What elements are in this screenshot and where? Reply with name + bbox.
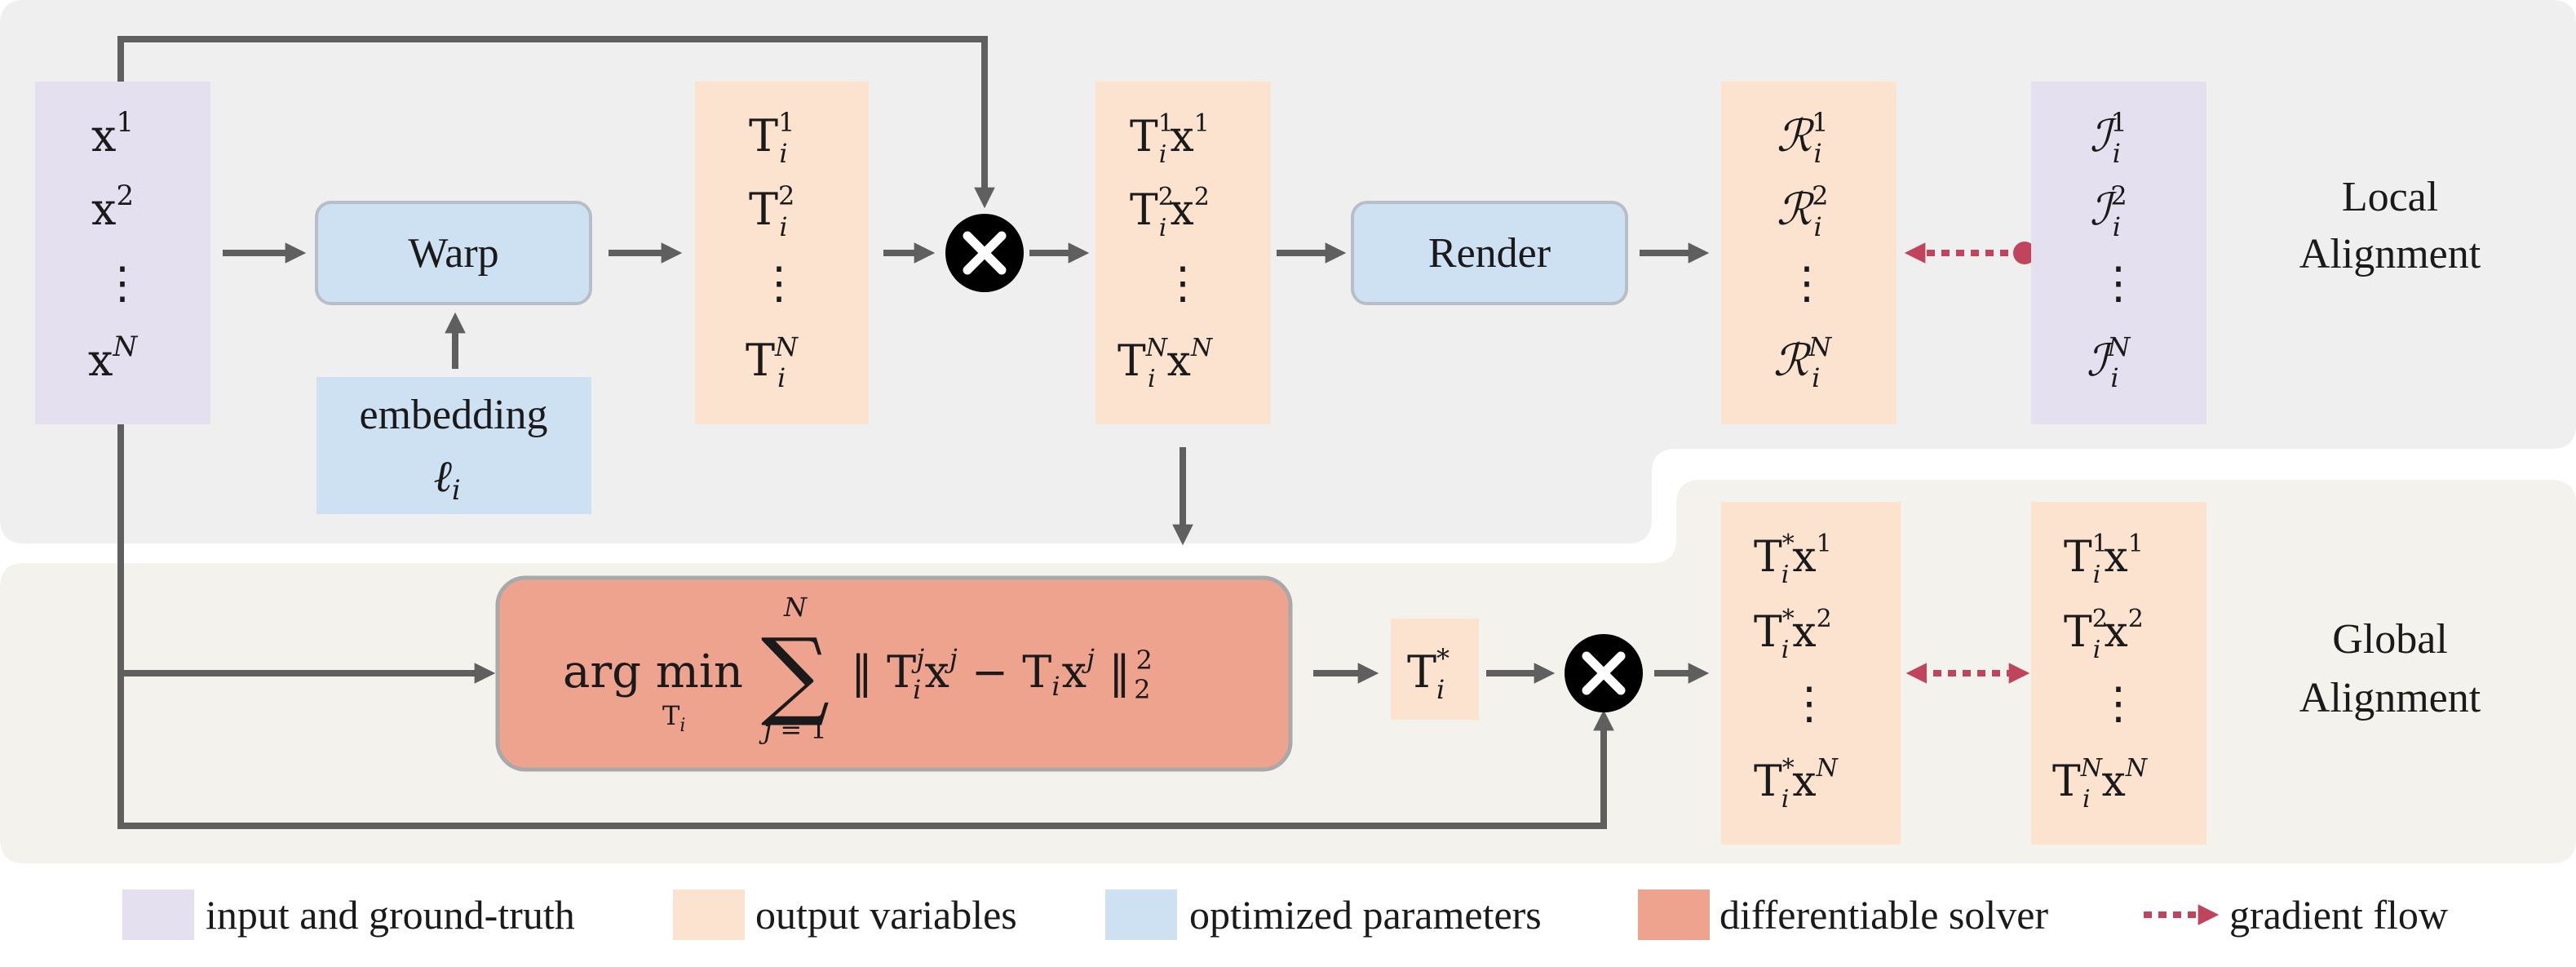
input-points-box [35,82,210,424]
skip-wire-top [117,36,995,209]
legend-label-input: input and ground-truth [206,892,575,938]
svg-text:⋮: ⋮ [757,257,801,308]
transformed-points-box [1095,82,1271,424]
locally-aligned-points-box [2031,502,2206,845]
global-alignment-label-1: Global [2332,616,2448,663]
embedding-label: embedding [359,392,547,438]
svg-text:T2i: T2i [749,180,794,242]
svg-text:arg min: arg min [563,645,743,699]
multiply-circle-icon [945,214,1024,292]
svg-text:T1i: T1i [749,107,794,169]
local-alignment-label-1: Local [2342,174,2438,220]
legend-label-gradient: gradient flow [2229,892,2448,938]
multiply-circle-icon [1565,634,1643,712]
legend-swatch-output [673,889,745,940]
legend: input and ground-truth output variables … [122,889,2448,940]
svg-text:⋮: ⋮ [100,257,144,308]
legend-label-solver: differentiable solver [1720,892,2048,938]
optimal-transform-box [1391,619,1479,720]
local-alignment-label-2: Alignment [2299,231,2481,277]
svg-text:⋮: ⋮ [1161,257,1205,308]
optimal-transform-label: T*i [1407,643,1450,705]
differentiable-solver-box [495,575,1293,772]
svg-text:N: N [783,592,808,623]
global-alignment-label-2: Alignment [2299,675,2481,721]
render-box [1351,201,1628,305]
dashed-arrow-icon [1904,242,2036,264]
svg-text:⋮: ⋮ [1787,677,1831,729]
svg-text:⋮: ⋮ [2096,677,2140,729]
rendered-images-box [1721,82,1897,424]
local-alignment-region [0,0,2576,543]
warp-label: Warp [408,230,498,277]
svg-text:ℐ1i: ℐ1i [2090,107,2127,169]
render-label: Render [1428,230,1551,277]
warp-box [315,201,592,305]
svg-text:∑: ∑ [761,617,830,730]
svg-text:⋮: ⋮ [1785,257,1829,308]
globally-aligned-points-box [1721,502,1901,845]
svg-text:ℛ2i: ℛ2i [1777,180,1828,242]
legend-swatch-input [122,889,194,940]
legend-swatch-solver [1638,889,1710,940]
svg-text:j = 1: j = 1 [759,714,826,745]
svg-text:ℛ1i: ℛ1i [1777,107,1828,169]
svg-text:⋮: ⋮ [2096,257,2140,308]
embedding-symbol: ℓi [433,450,460,507]
embedding-box [316,377,591,514]
skip-wire-bottom [117,424,1614,829]
svg-text:T*ixN: T*ixN [1754,754,1839,814]
ground-truth-images-box [2031,82,2206,424]
legend-swatch-param [1105,889,1177,940]
legend-label-output: output variables [755,892,1017,938]
transforms-box [695,82,869,424]
legend-label-param: optimized parameters [1189,892,1542,938]
